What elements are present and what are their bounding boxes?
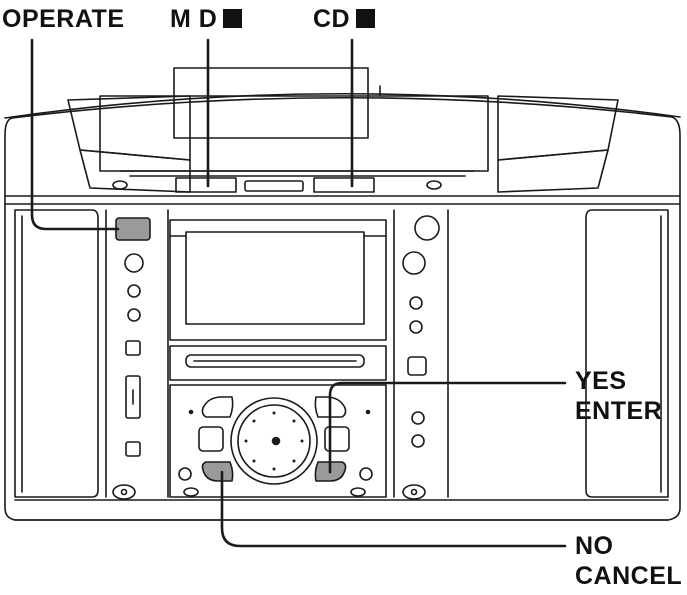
left-button-column xyxy=(105,209,169,498)
label-cd-stop: CD xyxy=(313,4,376,34)
label-md-stop: M D xyxy=(170,4,243,34)
label-no: NO xyxy=(575,532,614,560)
stop-square-icon xyxy=(356,9,376,28)
label-cd-text: CD xyxy=(313,5,351,33)
stop-square-icon xyxy=(223,9,243,28)
center-unit xyxy=(169,219,387,498)
label-cancel: CANCEL xyxy=(575,562,683,590)
feet xyxy=(112,484,426,500)
operate-leader xyxy=(30,38,120,231)
right-button-column xyxy=(393,209,449,498)
no-cancel-leader xyxy=(220,470,567,548)
right-square-button[interactable] xyxy=(407,356,427,376)
label-yes: YES xyxy=(575,367,627,395)
label-enter: ENTER xyxy=(575,397,663,425)
yes-enter-leader xyxy=(328,381,567,474)
leader-lines xyxy=(30,38,567,548)
speaker-right xyxy=(585,209,669,498)
label-md-text: M D xyxy=(170,5,218,33)
yes-enter-upper-button[interactable] xyxy=(314,396,347,418)
top-lid xyxy=(67,67,619,193)
operate-button[interactable] xyxy=(115,217,151,241)
speaker-left xyxy=(14,209,99,498)
control-pad xyxy=(178,396,373,485)
label-operate: OPERATE xyxy=(2,5,125,33)
no-cancel-button[interactable] xyxy=(201,461,234,482)
